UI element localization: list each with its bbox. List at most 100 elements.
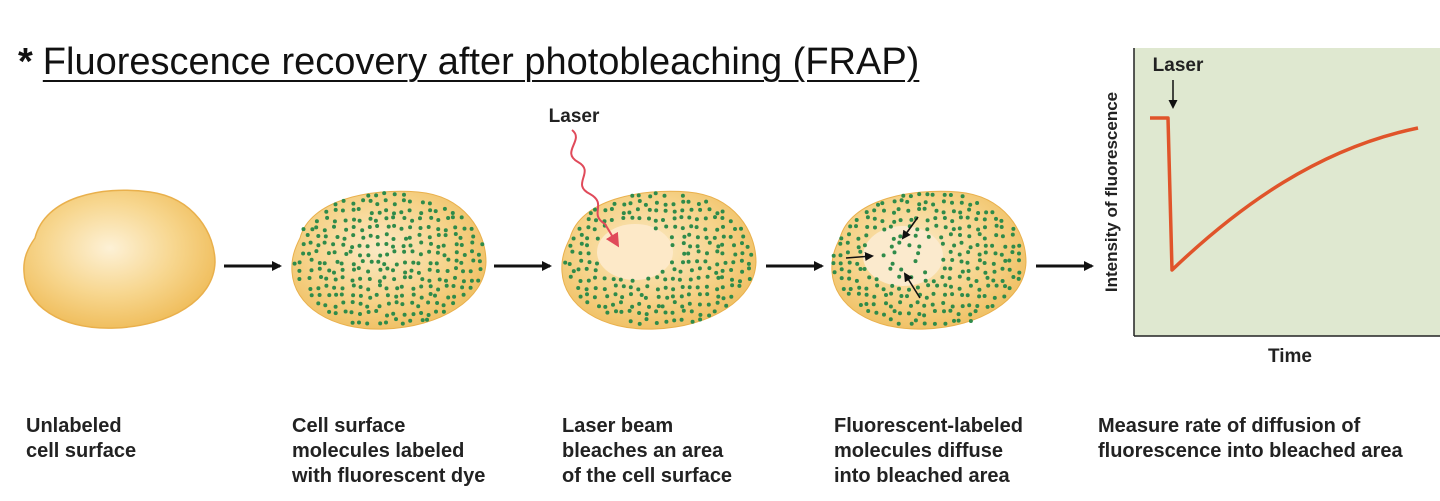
fluorescent-dot	[333, 277, 338, 282]
fluorescent-dot	[908, 194, 913, 199]
fluorescent-dot	[966, 269, 971, 273]
fluorescent-dot	[400, 321, 405, 326]
fluorescent-dot	[408, 275, 413, 280]
fluorescent-dot	[892, 219, 897, 224]
fluorescent-dot	[358, 293, 363, 298]
fluorescent-dot	[369, 259, 374, 264]
fluorescent-dot	[391, 215, 396, 220]
fluorescent-dot	[568, 243, 573, 248]
fluorescent-dot	[931, 291, 936, 296]
fluorescent-dot	[707, 240, 712, 245]
fluorescent-dot	[909, 303, 913, 308]
fluorescent-dot	[307, 276, 312, 280]
fluorescent-dot	[968, 319, 973, 323]
title-marker: *	[18, 41, 33, 83]
fluorescent-dot	[994, 216, 998, 221]
fluorescent-dot	[1007, 267, 1012, 272]
fluorescent-dot	[324, 283, 329, 288]
fluorescent-dot	[1016, 276, 1021, 281]
fluorescent-dot	[352, 267, 356, 272]
fluorescent-dot	[316, 286, 321, 291]
fluorescent-dot	[404, 236, 408, 241]
fluorescent-dot	[891, 236, 896, 241]
fluorescent-dot	[391, 237, 396, 241]
fluorescent-dot	[386, 224, 391, 229]
fluorescent-dot	[703, 259, 708, 264]
fluorescent-dot	[1003, 258, 1008, 263]
fluorescent-dot	[889, 291, 894, 296]
fluorescent-dot	[715, 227, 720, 232]
fluorescent-dot	[959, 200, 964, 205]
fluorescent-dot	[901, 193, 906, 198]
fluorescent-dot	[578, 251, 583, 256]
fluorescent-dot	[977, 287, 982, 292]
fluorescent-dot	[876, 202, 880, 207]
fluorescent-dot	[943, 321, 948, 326]
fluorescent-dot	[906, 311, 911, 316]
fluorescent-dot	[429, 241, 433, 246]
fluorescent-dot	[391, 268, 395, 273]
fluorescent-dot	[924, 295, 929, 300]
fluorescent-dot	[740, 269, 745, 274]
fluorescent-dot	[864, 292, 869, 297]
fluorescent-dot	[672, 209, 677, 214]
cell-diffusing-dots	[831, 192, 1022, 326]
fluorescent-dot	[925, 227, 930, 232]
fluorescent-dot	[695, 285, 700, 290]
fluorescent-dot	[660, 304, 665, 309]
fluorescent-dot	[730, 283, 735, 288]
fluorescent-dot	[476, 278, 481, 283]
fluorescent-dot	[403, 270, 408, 275]
fluorescent-dot	[745, 244, 750, 249]
fluorescent-dot	[358, 301, 363, 306]
fluorescent-dot	[444, 283, 449, 288]
fluorescent-dot	[737, 283, 742, 288]
fluorescent-dot	[327, 268, 332, 273]
fluorescent-dot	[374, 193, 379, 198]
fluorescent-dot	[689, 268, 694, 273]
fluorescent-dot	[915, 227, 920, 232]
fluorescent-dot	[931, 279, 936, 284]
cell-labeled	[291, 190, 487, 330]
fluorescent-dot	[721, 296, 726, 301]
fluorescent-dot	[856, 236, 861, 241]
fluorescent-dot	[450, 211, 455, 215]
fluorescent-dot	[308, 240, 313, 245]
fluorescent-dot	[357, 320, 361, 325]
fluorescent-dot	[1000, 234, 1005, 239]
fluorescent-dot	[579, 258, 584, 263]
fluorescent-dot	[611, 277, 616, 282]
fluorescent-dot	[950, 292, 955, 297]
fluorescent-dot	[940, 275, 945, 279]
fluorescent-dot	[713, 215, 717, 220]
fluorescent-dot	[975, 304, 980, 308]
fluorescent-dot	[603, 304, 608, 309]
fluorescent-dot	[865, 215, 870, 220]
fluorescent-dot	[925, 192, 930, 197]
fluorescent-dot	[855, 261, 860, 266]
fluorescent-dot	[361, 235, 366, 240]
fluorescent-dot	[857, 285, 862, 290]
fluorescent-dot	[332, 219, 337, 224]
caption-line: Unlabeled	[26, 415, 122, 437]
fluorescent-dot	[654, 321, 659, 325]
fluorescent-dot	[983, 250, 988, 255]
fluorescent-dot	[664, 319, 669, 324]
caption-diffuse: Fluorescent-labeled molecules diffuse in…	[834, 414, 1023, 489]
fluorescent-dot	[419, 284, 424, 289]
fluorescent-dot	[967, 207, 972, 212]
fluorescent-dot	[332, 285, 337, 290]
fluorescent-dot	[384, 216, 389, 221]
fluorescent-dot	[392, 211, 396, 216]
fluorescent-dot	[351, 233, 356, 238]
fluorescent-dot	[368, 198, 373, 203]
fluorescent-dot	[416, 270, 421, 275]
fluorescent-dot	[974, 217, 979, 222]
fluorescent-dot	[689, 309, 694, 314]
fluorescent-dot	[385, 293, 390, 298]
fluorescent-dot	[715, 300, 720, 305]
fluorescent-dot	[915, 285, 920, 290]
fluorescent-dot	[385, 266, 390, 271]
fluorescent-dot	[433, 293, 437, 298]
fluorescent-dot	[453, 275, 457, 280]
